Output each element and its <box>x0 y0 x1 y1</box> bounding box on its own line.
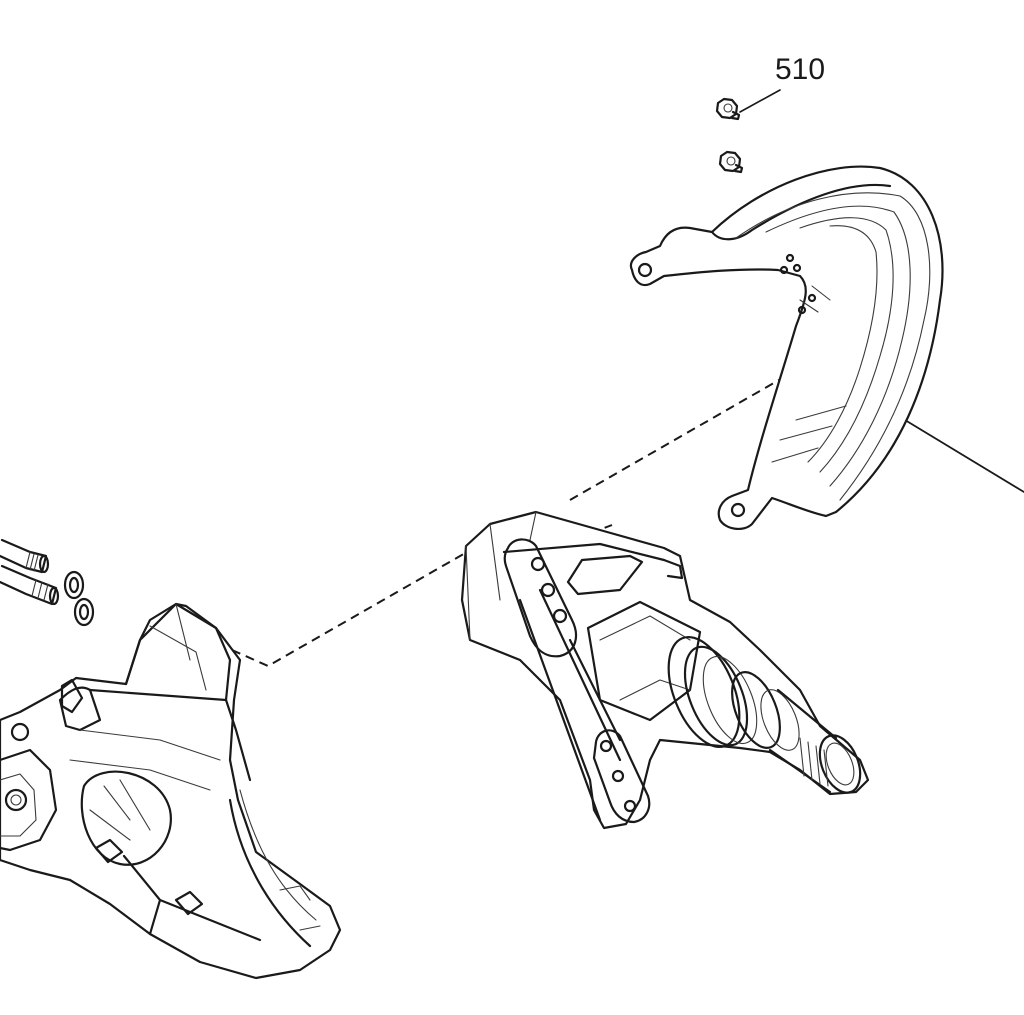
mounting-bolts <box>0 538 60 606</box>
fastener-nut-lower <box>718 150 744 174</box>
leader-lines <box>739 89 1024 493</box>
fastener-nut-upper <box>715 97 741 121</box>
disc-shield <box>629 165 944 530</box>
callout-label-510: 510 <box>774 53 826 86</box>
steering-knuckle <box>460 510 870 830</box>
caliper-assembly <box>0 602 342 980</box>
washers <box>63 570 95 627</box>
